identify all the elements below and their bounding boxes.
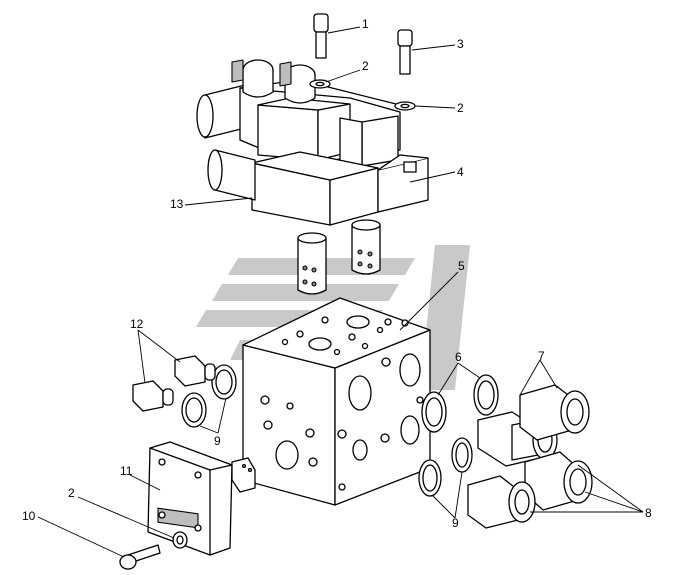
callout-9-right: 9 [452, 516, 459, 530]
callout-9-left: 9 [214, 434, 221, 448]
callout-10: 10 [22, 509, 36, 523]
callout-labels: 1 2 2 2 3 4 5 6 7 8 9 9 10 11 12 13 [22, 17, 652, 530]
callout-4: 4 [457, 165, 464, 179]
callout-1: 1 [362, 17, 369, 31]
leader-lines [37, 26, 644, 558]
callout-7: 7 [538, 349, 545, 363]
watermark-logo [196, 245, 470, 390]
washer-part-2-upper [309, 79, 331, 89]
screw-part-3 [397, 29, 413, 75]
washer-part-2-lower [172, 531, 188, 549]
callout-5: 5 [458, 259, 465, 273]
callout-11: 11 [120, 464, 133, 478]
callout-2-right: 2 [457, 101, 464, 115]
screw-part-10 [119, 544, 161, 570]
screw-part-1 [313, 13, 329, 59]
washer-part-2-right [394, 101, 416, 111]
hydraulic-fittings [467, 384, 593, 529]
callout-2-lower: 2 [68, 486, 75, 500]
manifold-block [242, 297, 431, 506]
cover-plate-part-11 [147, 441, 256, 556]
callout-2-top: 2 [362, 59, 369, 73]
callout-8: 8 [645, 506, 652, 520]
solenoid-valve-assembly [196, 59, 429, 295]
o-rings [181, 364, 499, 497]
callout-6: 6 [455, 350, 462, 364]
callout-12: 12 [130, 317, 144, 331]
plug-part-12 [132, 355, 216, 412]
callout-13: 13 [170, 197, 184, 211]
callout-3: 3 [457, 37, 464, 51]
